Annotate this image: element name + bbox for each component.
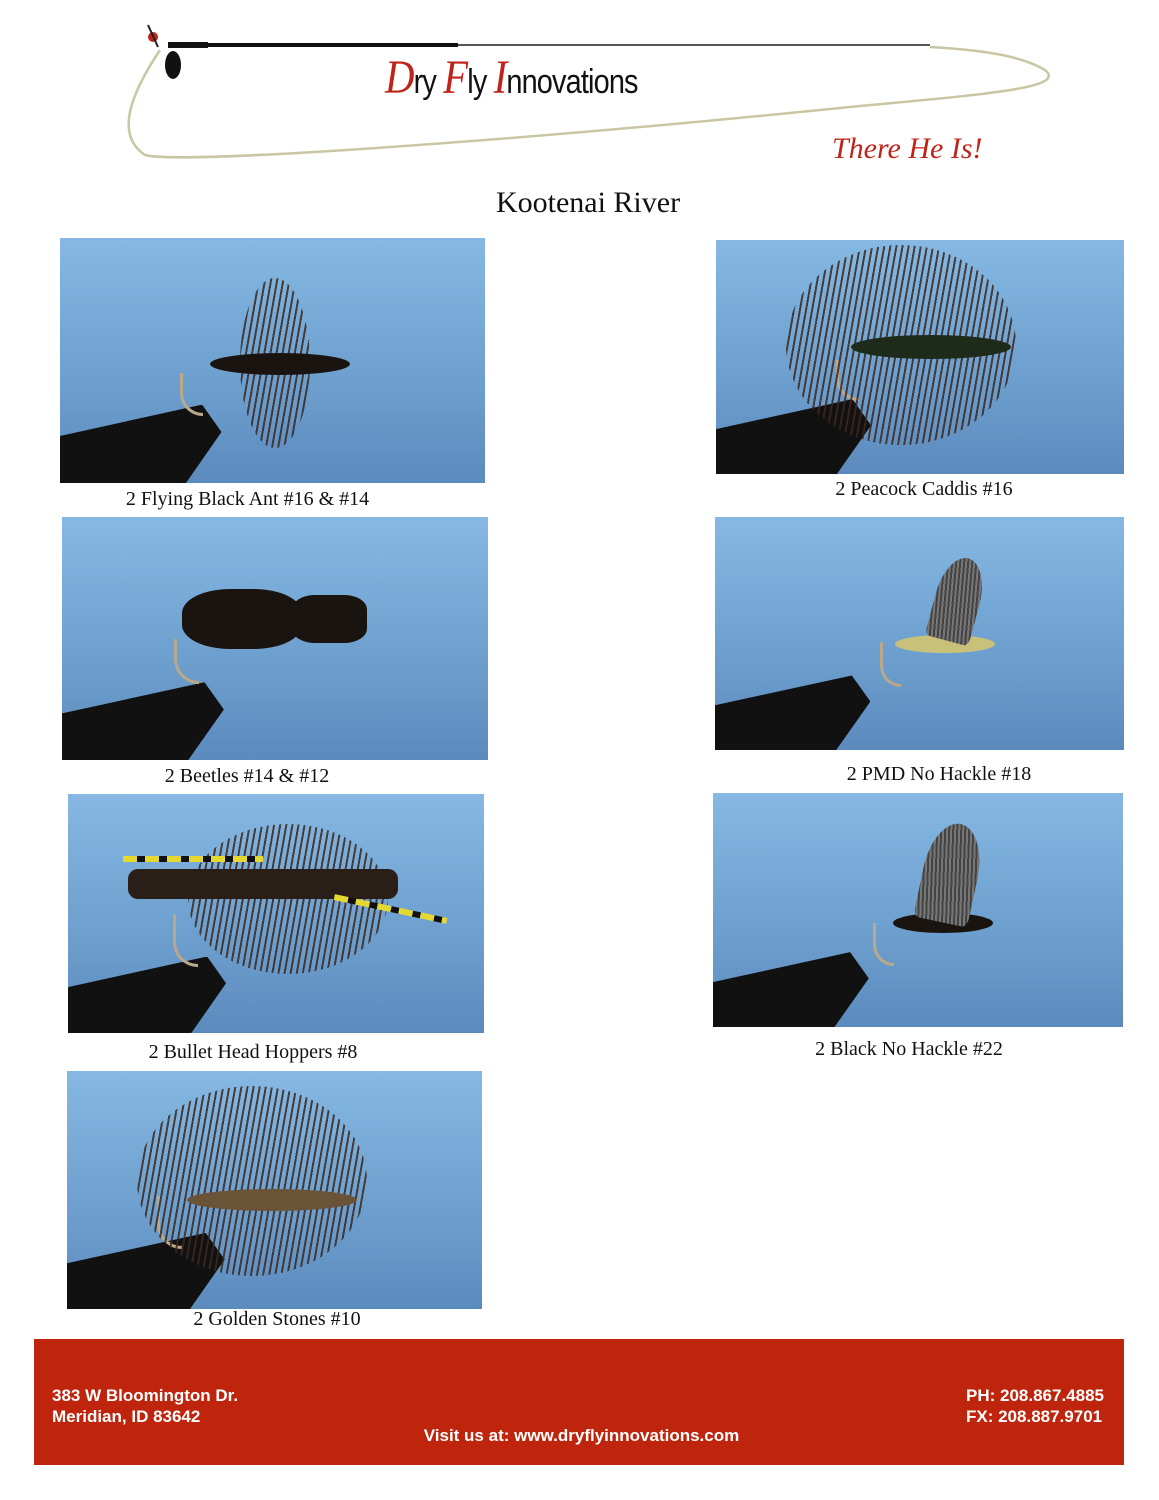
- fax-number: FX: 208.887.9701: [966, 1407, 1103, 1426]
- company-logo: Dry Fly Innovations There He Is!: [120, 15, 1060, 180]
- fly-photo-peacock-caddis: [716, 240, 1124, 474]
- fly-caption: 2 Beetles #14 & #12: [164, 765, 330, 787]
- phone-number: PH: 208.867.4885: [966, 1386, 1104, 1405]
- fly-caption: 2 Black No Hackle #22: [815, 1038, 1003, 1060]
- fly-caption: 2 Flying Black Ant #16 & #14: [125, 488, 370, 510]
- fly-caption: 2 Peacock Caddis #16: [835, 478, 1013, 500]
- fly-photo-bullet-head-hoppers: [68, 794, 484, 1033]
- page-title: Kootenai River: [495, 186, 681, 219]
- address: 383 W Bloomington Dr. Meridian, ID 83642: [52, 1386, 239, 1426]
- fly-photo-golden-stones: [67, 1071, 482, 1309]
- wing-icon: [924, 552, 991, 647]
- fly-photo-pmd-no-hackle: [715, 517, 1124, 750]
- vise-icon: [60, 404, 222, 483]
- fly-rod-line-icon: [127, 24, 1051, 159]
- fly-photo-black-no-hackle: [713, 793, 1123, 1027]
- fly-caption: 2 Bullet Head Hoppers #8: [148, 1041, 358, 1063]
- footer: 383 W Bloomington Dr. Meridian, ID 83642…: [34, 1339, 1124, 1465]
- fly-caption: 2 PMD No Hackle #18: [846, 763, 1032, 785]
- brand-name: Dry Fly Innovations: [385, 51, 639, 104]
- fly-photo-beetles: [62, 517, 488, 760]
- tagline: There He Is!: [832, 132, 983, 165]
- fly-caption: 2 Golden Stones #10: [193, 1308, 361, 1330]
- website-link[interactable]: Visit us at: www.dryflyinnovations.com: [423, 1426, 740, 1445]
- fly-photo-flying-black-ant: [60, 238, 485, 483]
- contact-numbers: PH: 208.867.4885 FX: 208.887.9701: [966, 1385, 1104, 1427]
